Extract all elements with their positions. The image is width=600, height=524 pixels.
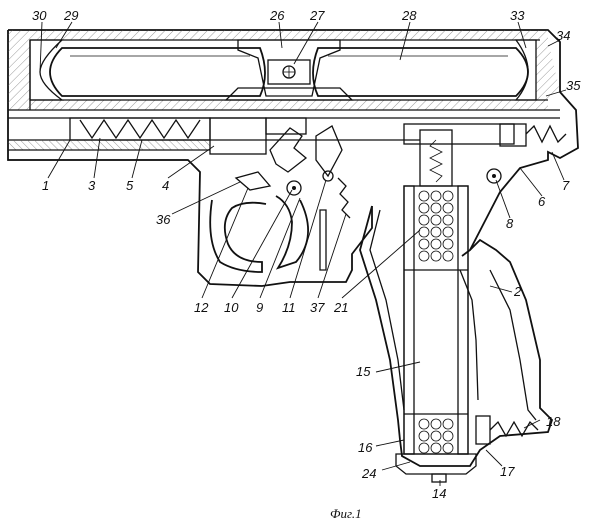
callout-33: 33 <box>510 8 525 23</box>
leader-lines <box>39 21 567 486</box>
callout-7: 7 <box>562 178 570 193</box>
ball-stack <box>418 190 454 454</box>
callout-35: 35 <box>566 78 581 93</box>
magazine-base <box>395 453 477 483</box>
callout-29: 29 <box>63 8 78 23</box>
trigger-guard <box>209 195 327 273</box>
callout-4: 4 <box>162 178 169 193</box>
callout-18: 18 <box>546 414 561 429</box>
callout-28: 28 <box>401 8 417 23</box>
grip-frame <box>359 205 554 467</box>
callout-16: 16 <box>358 440 373 455</box>
callout-labels: 30 29 26 27 28 33 34 35 1 3 5 4 7 6 8 36… <box>32 8 581 501</box>
callout-36: 36 <box>156 212 171 227</box>
callout-30: 30 <box>32 8 47 23</box>
callout-9: 9 <box>256 300 263 315</box>
right-cap <box>514 39 537 101</box>
valve-block <box>224 39 354 101</box>
callout-10: 10 <box>224 300 239 315</box>
rear-bolt <box>403 123 567 184</box>
callout-24: 24 <box>361 466 376 481</box>
piston-spring-assembly <box>69 117 307 155</box>
trigger-mechanism <box>234 125 351 219</box>
callout-8: 8 <box>506 216 514 231</box>
callout-3: 3 <box>88 178 96 193</box>
callout-37: 37 <box>310 300 325 315</box>
figure-caption: Фиг.1 <box>330 506 362 521</box>
callout-1: 1 <box>42 178 49 193</box>
callout-15: 15 <box>356 364 371 379</box>
callout-11: 11 <box>282 300 296 315</box>
callout-2: 2 <box>513 284 522 299</box>
left-cap <box>29 39 64 101</box>
gas-cylinder <box>49 47 529 97</box>
callout-6: 6 <box>538 194 546 209</box>
callout-21: 21 <box>333 300 348 315</box>
callout-17: 17 <box>500 464 515 479</box>
latch-spring <box>475 415 539 445</box>
callout-27: 27 <box>309 8 325 23</box>
callout-26: 26 <box>269 8 285 23</box>
callout-5: 5 <box>126 178 134 193</box>
callout-34: 34 <box>556 28 570 43</box>
magazine-tube <box>403 129 469 455</box>
callout-12: 12 <box>194 300 209 315</box>
callout-14: 14 <box>432 486 446 501</box>
